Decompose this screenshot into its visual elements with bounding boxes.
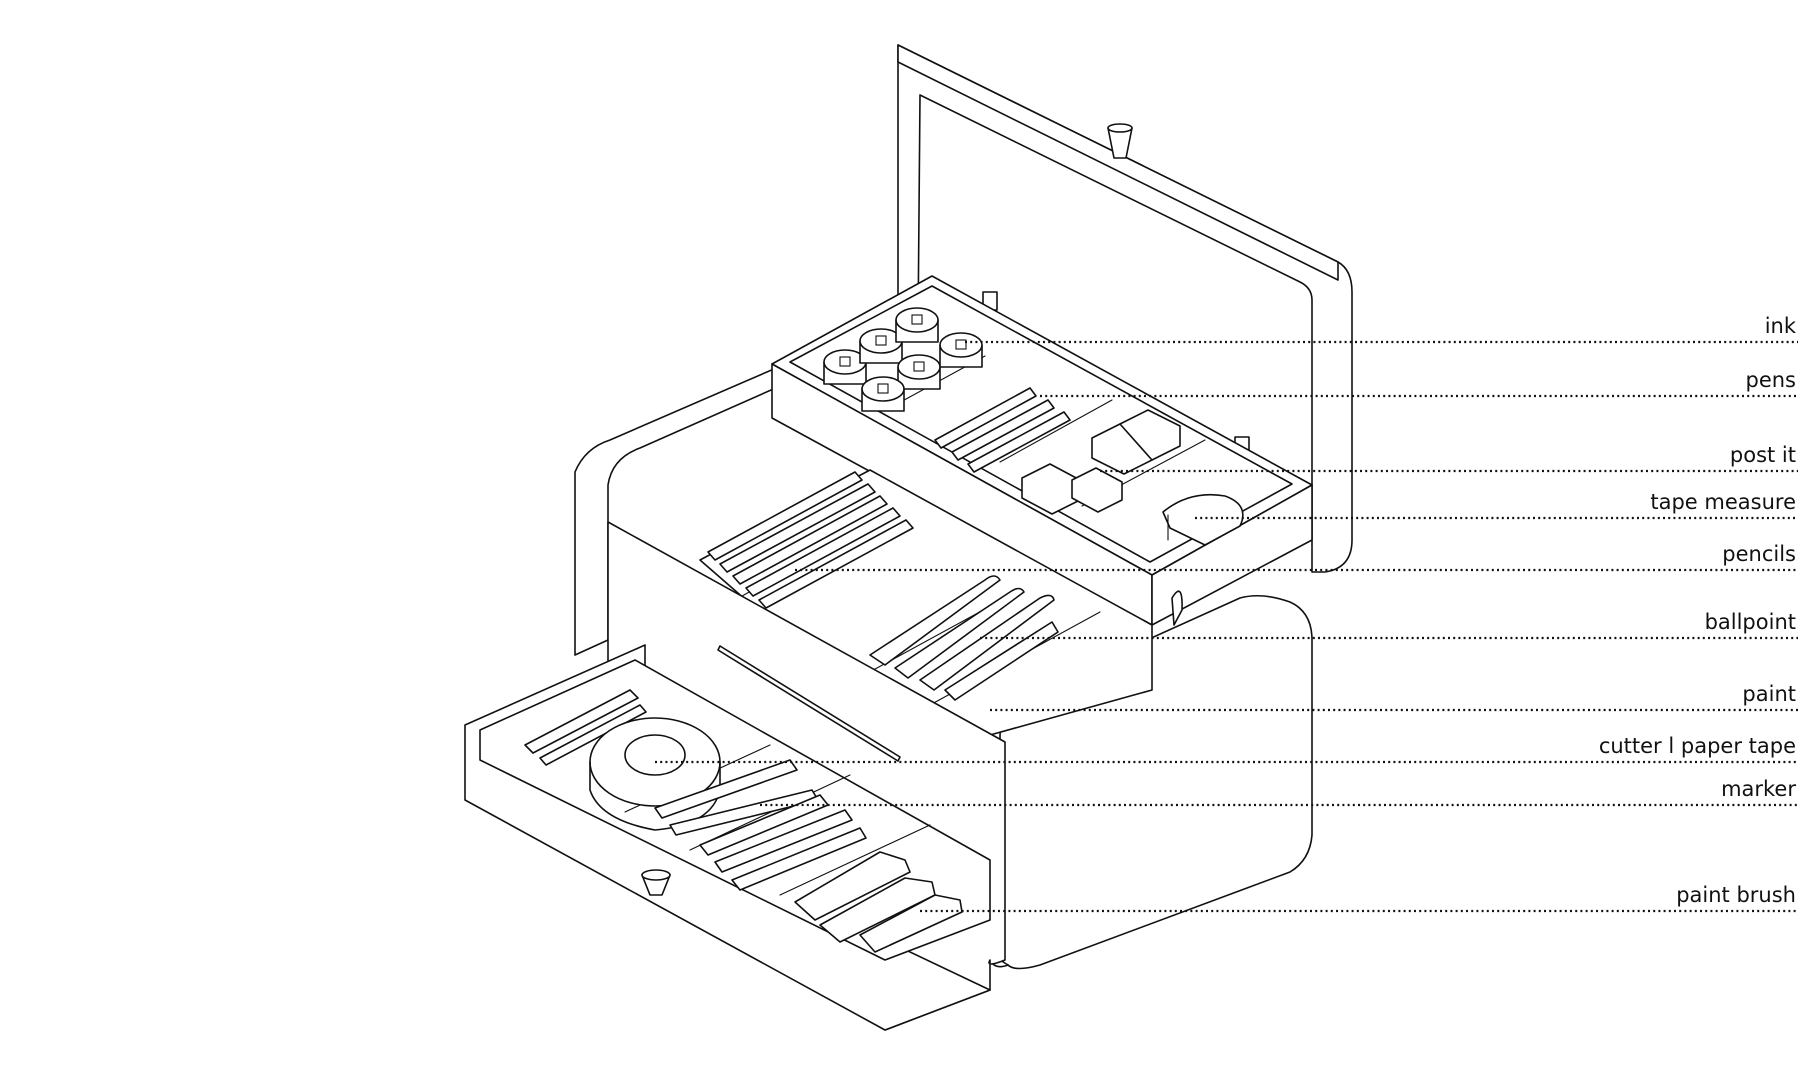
tray-divider-2 <box>999 399 1113 463</box>
ink-jar-icon <box>861 376 905 412</box>
pencil-icon <box>758 519 914 609</box>
pencil-icon <box>719 483 876 573</box>
ballpoint-pen-icon <box>944 621 1059 701</box>
paint-brush-icon <box>859 894 963 953</box>
pencils-group <box>707 471 914 609</box>
label-ink: ink <box>1765 314 1797 338</box>
drawer-knob-top <box>641 869 671 881</box>
ballpoint-pen-icon <box>894 587 1025 679</box>
marker-icon <box>654 759 798 819</box>
label-paint-brush: paint brush <box>1676 883 1796 907</box>
cutter-icon <box>539 704 647 766</box>
upper-tray-side <box>1151 484 1313 626</box>
ink-jars <box>823 307 983 412</box>
pen-icon <box>934 387 1037 449</box>
drawer-slot <box>717 645 901 762</box>
pencil-icon <box>745 507 901 597</box>
label-pencils: pencils <box>1722 542 1796 566</box>
paper-tape-side <box>589 761 721 831</box>
markers-group <box>654 759 867 891</box>
label-marker: marker <box>1721 777 1796 801</box>
paint-brush-icon <box>819 877 936 943</box>
label-tape-measure: tape measure <box>1650 490 1796 514</box>
label-cutter-paper-tape: cutter l paper tape <box>1599 734 1796 758</box>
lid-knob-top <box>1107 123 1133 133</box>
pencil-icon <box>707 471 863 561</box>
post-it-group <box>1021 409 1181 515</box>
label-pens: pens <box>1745 368 1796 392</box>
labels: ink pens post it tape measure pencils ba… <box>1599 314 1797 907</box>
label-ballpoint: ballpoint <box>1705 610 1796 634</box>
pen-icon <box>967 411 1071 473</box>
post-it-icon <box>1071 467 1123 513</box>
lid-panel <box>897 44 1353 573</box>
lid-top-edge <box>897 44 1339 281</box>
paint-brush-icon <box>794 851 911 921</box>
ballpoint-group <box>869 575 1059 701</box>
ballpoint-pen-icon <box>869 575 1001 666</box>
paint-brush-group <box>794 851 963 953</box>
ink-jar-icon <box>939 332 983 368</box>
pen-icon <box>951 399 1055 461</box>
label-paint: paint <box>1742 682 1796 706</box>
ballpoint-pen-icon <box>919 594 1055 691</box>
post-it-icon <box>1119 409 1181 461</box>
ink-jar-icon <box>897 354 941 390</box>
label-post-it: post it <box>1730 443 1796 467</box>
paper-tape-hole <box>624 734 686 776</box>
ink-jar-icon <box>859 328 903 364</box>
marker-icon <box>731 827 867 891</box>
pencil-icon <box>732 495 888 585</box>
cutter-icon <box>524 689 639 754</box>
ink-jar-icon <box>895 307 939 343</box>
tray-latch-icon <box>1171 590 1183 626</box>
drawer-divider <box>779 824 931 896</box>
pens-group <box>934 387 1071 473</box>
leader-lines <box>655 340 1798 913</box>
marker-icon <box>714 809 853 873</box>
tape-measure-icon <box>1162 493 1244 546</box>
